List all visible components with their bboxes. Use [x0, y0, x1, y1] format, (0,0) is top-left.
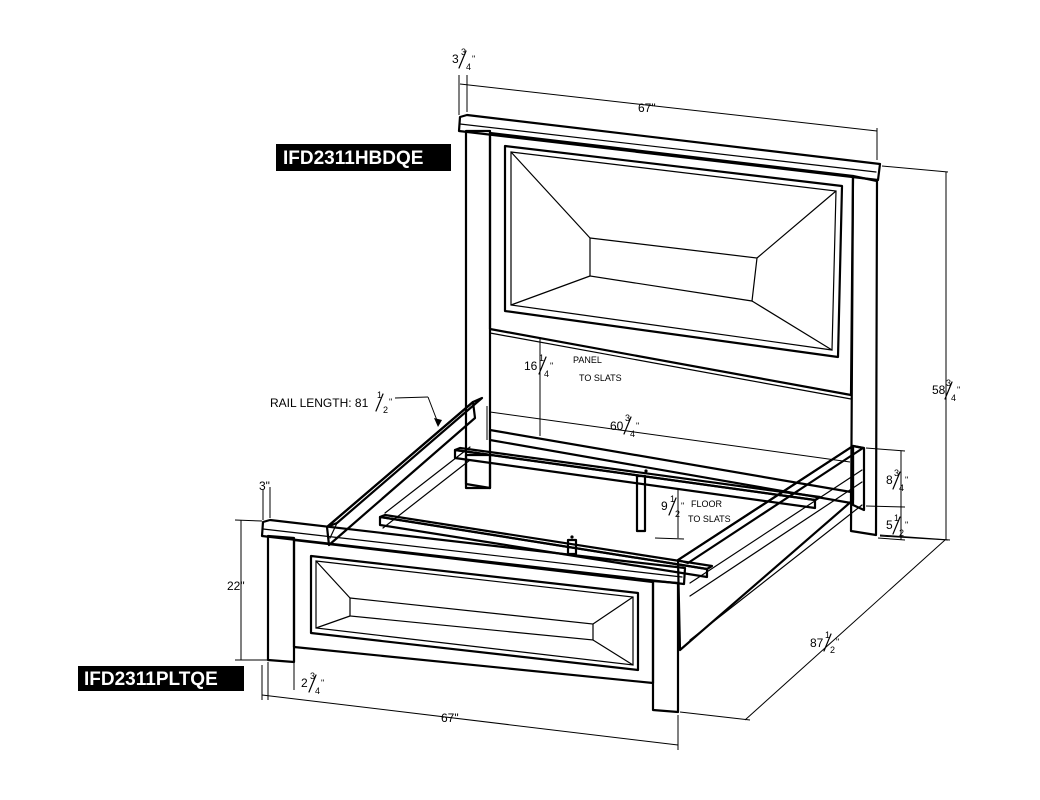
- dim-hb-height: 58 3 4 ": [932, 378, 960, 403]
- svg-text:TO SLATS: TO SLATS: [579, 373, 622, 383]
- svg-text:3: 3: [461, 47, 466, 57]
- footboard-code-text: IFD2311PLTQE: [84, 669, 218, 690]
- svg-text:1: 1: [539, 353, 544, 363]
- side-rails: [325, 396, 866, 652]
- svg-text:": ": [321, 678, 324, 688]
- svg-text:16: 16: [524, 359, 538, 373]
- svg-text:": ": [681, 501, 684, 511]
- svg-text:": ": [905, 520, 908, 530]
- svg-text:2: 2: [301, 676, 308, 690]
- svg-text:": ": [550, 361, 553, 371]
- svg-text:1: 1: [670, 494, 675, 504]
- svg-text:PANEL: PANEL: [573, 355, 602, 365]
- svg-text:58: 58: [932, 383, 946, 397]
- dim-hb-width: 67": [638, 101, 656, 115]
- svg-text:FLOOR: FLOOR: [691, 499, 723, 509]
- dim-fb-cap: 3": [259, 479, 270, 493]
- svg-text:4: 4: [315, 686, 320, 696]
- svg-text:3: 3: [310, 671, 315, 681]
- svg-text:TO SLATS: TO SLATS: [688, 514, 731, 524]
- svg-text:60: 60: [610, 419, 624, 433]
- svg-text:4: 4: [899, 483, 904, 493]
- svg-text:": ": [389, 397, 392, 407]
- svg-text:2: 2: [675, 509, 680, 519]
- headboard-code-label: IFD2311HBDQE: [276, 144, 451, 171]
- footboard: [260, 518, 687, 714]
- svg-text:1: 1: [894, 513, 899, 523]
- headboard: [457, 113, 882, 537]
- svg-text:3: 3: [894, 468, 899, 478]
- dim-fb-width: 67": [441, 711, 459, 725]
- svg-text:3: 3: [946, 378, 951, 388]
- svg-text:3: 3: [625, 413, 630, 423]
- dim-overall-length: 87 1 2 ": [810, 630, 839, 655]
- dim-inner-width: 60 3 4 ": [610, 413, 639, 439]
- dim-fb-post: 2 3 4 ": [301, 671, 324, 696]
- dim-hb-post-depth: 3 3 4 ": [452, 47, 475, 72]
- dimension-lines: [234, 75, 951, 750]
- svg-text:1: 1: [377, 390, 382, 400]
- svg-text:": ": [636, 421, 639, 431]
- headboard-code-text: IFD2311HBDQE: [283, 148, 423, 169]
- dim-rail-length: RAIL LENGTH: 81 1 2 ": [270, 390, 392, 415]
- svg-text:4: 4: [544, 369, 549, 379]
- dim-fb-height: 22": [227, 579, 245, 593]
- dim-rail-clearance: 5 1 2 ": [886, 513, 908, 538]
- dim-floor-to-slats: 9 1 2 " FLOOR TO SLATS: [661, 494, 731, 524]
- svg-text:9: 9: [661, 499, 668, 513]
- svg-text:5: 5: [886, 518, 893, 532]
- svg-text:4: 4: [951, 393, 956, 403]
- svg-text:": ": [905, 475, 908, 485]
- dim-panel-to-slats: 16 1 4 " PANEL TO SLATS: [524, 353, 622, 383]
- svg-text:8: 8: [886, 473, 893, 487]
- svg-text:": ": [472, 54, 475, 64]
- svg-text:4: 4: [630, 429, 635, 439]
- dim-rail-height: 8 3 4 ": [886, 468, 908, 493]
- svg-text:2: 2: [383, 405, 388, 415]
- svg-text:RAIL LENGTH: 81: RAIL LENGTH: 81: [270, 396, 369, 410]
- svg-text:3: 3: [452, 52, 459, 66]
- svg-text:2: 2: [899, 528, 904, 538]
- svg-text:": ": [957, 385, 960, 395]
- svg-text:1: 1: [825, 630, 830, 640]
- svg-text:4: 4: [466, 62, 471, 72]
- svg-text:2: 2: [830, 645, 835, 655]
- svg-text:87: 87: [810, 636, 824, 650]
- footboard-code-label: IFD2311PLTQE: [78, 666, 244, 691]
- svg-text:": ": [836, 637, 839, 647]
